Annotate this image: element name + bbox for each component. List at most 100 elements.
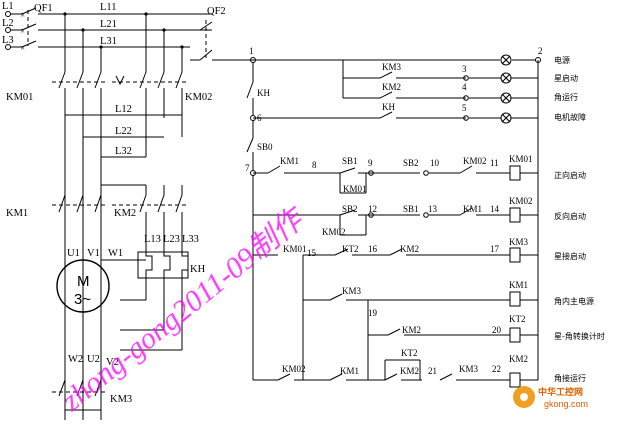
motor-terminal-w2: W2 [68,354,83,365]
node-17: 17 [490,244,500,254]
holding-contact-km01: KM01 [343,184,367,194]
brand-logo: 中华工控网 gkong.com [513,386,588,409]
desc-forward-start: 正向启动 [554,170,586,180]
coil-icon [509,372,521,388]
control-left-column: KH 6 SB0 7 [245,62,273,380]
bus-lines: L11 L21 L31 [38,2,212,48]
terminal-l1 [5,11,11,17]
node-15: 15 [307,248,317,258]
bus-label-l22: L22 [115,126,132,137]
contactor-label-km2: KM2 [114,208,136,219]
indicator-lamps [500,54,538,124]
brand-name: 中华工控网 [538,386,583,397]
contactor-label-km02: KM02 [185,92,212,103]
contact-km1: KM1 [280,156,299,166]
contact-km02: KM02 [463,156,487,166]
control-top-line: 1 2 [212,46,543,380]
desc-star-start: 星启动 [554,73,578,83]
contactor-km1-main: KM1 [6,194,108,219]
contactor-km3-star: KM3 [52,379,132,411]
node-21: 21 [428,366,437,376]
node-7: 7 [245,163,250,173]
breaker-qf1: × × × [10,7,37,53]
node-2: 2 [538,46,543,56]
contactor-km01-main: KM01 [6,71,108,420]
x-mark: × [20,10,25,20]
row-reverse-start: SB2 12 SB1 13 KM1 14 KM02 [253,204,510,237]
coil-icon [509,327,521,343]
coil-label-kt2: KT2 [509,314,526,324]
lamp-contact-km2: KM2 [382,82,401,92]
phase-label-l2: L2 [2,18,14,29]
bus-label-l13: L13 [144,234,161,245]
contact-sb1b: SB1 [403,204,419,214]
desc-delta-connect: 角接运行 [554,373,586,383]
node-6: 6 [257,113,262,123]
desc-timer: 星-角转换计时 [554,331,605,341]
bus-label-l11: L11 [100,2,117,13]
motor-terminal-v2: V2 [106,357,119,368]
motor-symbol: M [77,273,90,290]
contact-km3c: KM3 [459,364,479,374]
contactor-km02-main: KM02 [112,71,212,115]
coil-label-km02: KM02 [509,196,533,206]
node-19: 19 [368,308,378,318]
breaker-qf2-label: QF2 [207,6,226,17]
motor-phase: 3~ [74,291,91,308]
lamp-contact-km3: KM3 [382,62,402,72]
desc-power: 电源 [554,55,570,65]
desc-delta-run: 角运行 [554,92,578,102]
coils: KM01 KM02 KM3 KM1 KT2 KM2 [509,154,538,388]
x-mark: × [20,43,25,53]
phase-label-l1: L1 [2,1,14,12]
coil-icon [509,207,521,223]
lamp-icon [500,54,512,66]
node-5: 5 [462,103,467,113]
coil-icon [509,165,521,181]
contact-km1b: KM1 [463,204,482,214]
motor-icon [56,259,110,313]
phase-terminals: L1 L2 L3 QF1 [2,1,53,50]
desc-reverse-start: 反向启动 [554,211,586,221]
contactor-label-km01: KM01 [6,92,33,103]
node-11: 11 [490,158,499,168]
x-mark: × [20,26,25,36]
coil-label-km2: KM2 [509,354,528,364]
overload-label-kh: KH [190,264,206,275]
node-16: 16 [368,244,378,254]
row-delta-main: KM3 19 [303,286,510,380]
row-star-start: KM01 15 KT2 16 KM2 17 [253,244,510,380]
thermal-overload-kh: KH [137,250,206,280]
bus-label-l23: L23 [163,234,180,245]
motor-terminal-v1: V1 [87,248,100,259]
contact-km2d: KM2 [400,366,419,376]
lamp-branches: KM3 3 KM2 4 KH 5 [253,60,501,121]
contactor-label-km3: KM3 [110,394,132,405]
drops-to-contactors [63,12,184,72]
breaker-qf2: QF2 [190,6,226,61]
node-20: 20 [492,325,502,335]
contact-km1c: KM1 [340,366,359,376]
contactor-km2-main: KM2 L13 L23 L33 [101,184,199,250]
row-forward-start: KM1 8 SB1 9 SB2 10 KM02 11 KM01 [253,156,510,194]
node-12: 12 [368,204,377,214]
node-10: 10 [430,158,440,168]
node-9: 9 [368,158,373,168]
coil-label-km1: KM1 [509,280,528,290]
contactor-label-km1: KM1 [6,208,28,219]
contact-km2b: KM2 [400,244,419,254]
contact-sb0: SB0 [257,142,273,152]
phase-swap-bus: L12 L22 L32 [65,104,183,158]
contact-kt2b: KT2 [401,348,418,358]
node-13: 13 [428,204,438,214]
contact-km01b: KM01 [283,244,307,254]
node-1: 1 [249,46,254,56]
node-4: 4 [462,82,467,92]
brand-url: gkong.com [544,399,588,409]
contact-sb2: SB2 [403,158,419,168]
mechanical-interlock-icon [115,75,125,86]
descriptions: 电源 星启动 角运行 电机故障 正向启动 反向启动 星接启动 角内主电源 星-角… [554,55,605,383]
bus-label-l21: L21 [100,19,117,30]
